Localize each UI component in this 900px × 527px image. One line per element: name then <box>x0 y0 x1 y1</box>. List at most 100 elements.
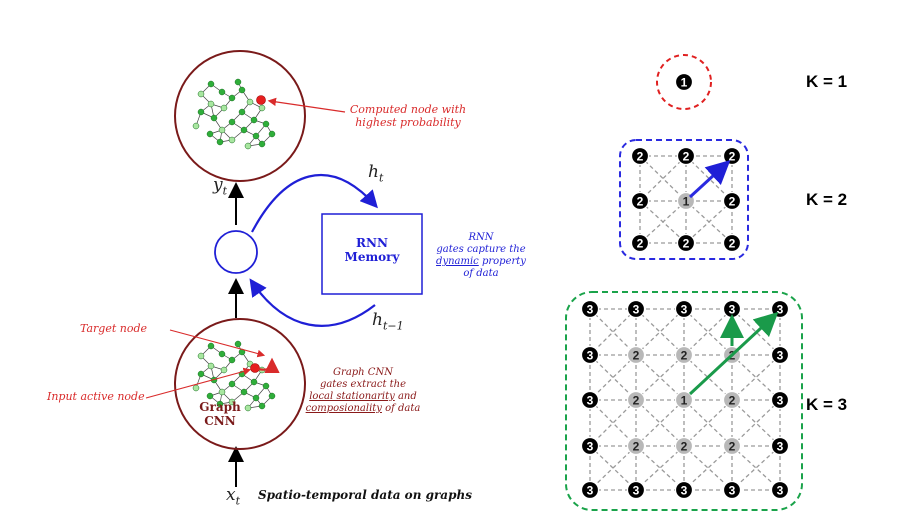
grid-node-label: 3 <box>587 303 594 317</box>
grid-node-outer <box>580 436 600 456</box>
grid-node-label: 3 <box>587 484 594 498</box>
grid-node-label: 3 <box>777 303 784 317</box>
grid-node-mid <box>626 345 646 365</box>
graph-cnn-desc-line2: gates extract the <box>319 379 407 390</box>
graph-node <box>220 104 228 112</box>
graph-node <box>192 122 200 130</box>
grid-node-label: 2 <box>729 440 736 454</box>
grid-node-label: 3 <box>777 484 784 498</box>
grid-node-outer <box>722 191 742 211</box>
graph-node <box>252 132 260 140</box>
computed-node-label: Computed node with highest probability <box>338 103 478 129</box>
grid-node-label: 3 <box>777 440 784 454</box>
grid-node-outer <box>770 390 790 410</box>
grid-node-outer <box>580 345 600 365</box>
graph-cnn-label-line2: CNN <box>204 414 236 428</box>
grid-node-label: 3 <box>633 484 640 498</box>
rnn-desc-line1: RNN <box>468 232 494 243</box>
graph-cnn-desc-line1: Graph CNN <box>333 367 393 378</box>
grid-edge <box>589 308 637 356</box>
grid-edge <box>731 354 781 401</box>
grid-edge <box>731 445 781 491</box>
grid-edge <box>639 155 687 202</box>
grid-edge <box>589 354 637 401</box>
graph-node <box>216 400 224 408</box>
graph-cnn-label: Graph CNN <box>195 400 245 428</box>
grid-node-label: 3 <box>633 303 640 317</box>
graph-node <box>192 384 200 392</box>
composionality-text: composionality <box>305 403 382 414</box>
k1-label: K = 1 <box>806 72 848 91</box>
hidden-state-circle <box>214 230 258 274</box>
graph-node <box>246 98 254 106</box>
graph-cnn-description: Graph CNN gates extract the local statio… <box>298 367 428 415</box>
graph-cnn-circle <box>174 318 306 450</box>
grid-node-label: 2 <box>633 394 640 408</box>
grid-node-center <box>674 390 694 410</box>
grid-node-outer <box>580 480 600 500</box>
graph-node <box>197 352 205 360</box>
local-stationarity-text: local stationarity <box>309 391 395 402</box>
rnn-desc-line3-rest: property <box>478 256 526 267</box>
graph-node <box>218 88 226 96</box>
grid-node-outer <box>626 299 646 319</box>
graph-node <box>220 366 228 374</box>
graph-node <box>250 378 258 386</box>
grid-node-label: 2 <box>681 349 688 363</box>
h-prev-subscript: t−1 <box>382 319 404 333</box>
grid-node-outer <box>770 345 790 365</box>
graph-node <box>228 398 236 406</box>
graph-cnn-label-line1: Graph <box>199 400 241 414</box>
k3-boundary <box>565 291 803 511</box>
k3-grid: 3333332223321233222333333 <box>580 299 790 500</box>
grid-node-mid <box>674 436 694 456</box>
grid-node-outer <box>770 480 790 500</box>
k1-grid: 1 <box>674 72 694 92</box>
graph-node <box>262 120 270 128</box>
rnn-desc-line4: of data <box>463 268 499 279</box>
grid-node-mid <box>626 390 646 410</box>
h-prev-symbol: h <box>372 310 383 330</box>
graph-cnn-desc-line4: composionality of data <box>298 403 428 415</box>
graph-node <box>228 380 236 388</box>
arrow-h-t <box>251 174 378 233</box>
rnn-memory-label: RNN Memory <box>322 236 422 264</box>
grid-edge <box>639 155 687 202</box>
grid-node-label: 2 <box>729 394 736 408</box>
grid-node-outer <box>674 72 694 92</box>
graph-node <box>218 350 226 358</box>
grid-node-label: 3 <box>777 394 784 408</box>
x-t-label: xt <box>226 485 240 507</box>
grid-node-mid <box>722 436 742 456</box>
graph-node <box>268 130 276 138</box>
graph-node <box>197 370 205 378</box>
grid-node-label: 2 <box>729 150 736 164</box>
grid-node-label: 2 <box>683 150 690 164</box>
graph-node <box>252 394 260 402</box>
grid-node-label: 3 <box>681 303 688 317</box>
graph-node <box>210 114 218 122</box>
graph-node <box>234 78 242 86</box>
grid-node-outer <box>630 233 650 253</box>
grid-node-label: 2 <box>633 440 640 454</box>
grid-node-label: 3 <box>587 440 594 454</box>
h-subscript: t <box>378 171 384 185</box>
grid-node-outer <box>630 191 650 211</box>
grid-node-mid <box>674 345 694 365</box>
graph-node <box>197 90 205 98</box>
graph-node <box>240 126 248 134</box>
grid-node-outer <box>722 480 742 500</box>
rnn-desc-line3: dynamic property <box>426 256 536 268</box>
k1-boundary <box>656 54 712 110</box>
y-t-label: yt <box>213 175 227 197</box>
grid-node-label: 1 <box>681 394 688 408</box>
grid-node-outer <box>676 233 696 253</box>
k2-direction-arrow <box>688 159 731 199</box>
graph-node <box>197 108 205 116</box>
graph-node <box>228 136 236 144</box>
graph-node <box>268 392 276 400</box>
x-subscript: t <box>235 494 241 508</box>
target-node-highlight <box>257 357 280 374</box>
